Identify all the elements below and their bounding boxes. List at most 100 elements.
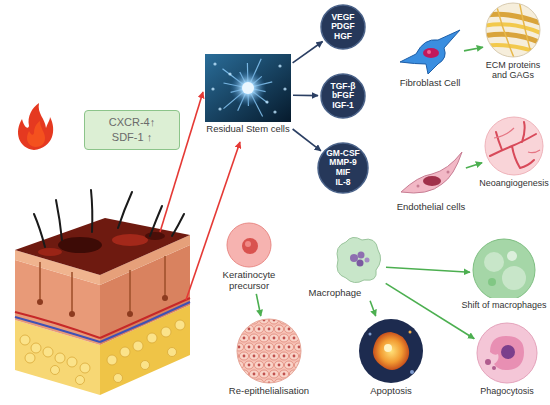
art-ellipse: [145, 232, 165, 240]
art-path: [172, 214, 184, 236]
art-ellipse: [279, 352, 288, 360]
art-ellipse: [239, 352, 248, 360]
art-ellipse: [58, 237, 102, 253]
art-ellipse: [254, 361, 263, 369]
cell-node: ECM proteins and GAGs: [485, 2, 541, 81]
cell-graphic: [476, 322, 538, 384]
art-circle: [253, 337, 256, 340]
art-circle: [485, 359, 491, 365]
label-text: Fibroblast Cell: [388, 78, 472, 89]
factor-name: MMP-9: [329, 158, 356, 168]
art-ellipse: [269, 370, 278, 378]
cell-label: Keratinocyte precursor: [209, 270, 289, 292]
cell-label: Macrophage: [303, 288, 367, 299]
art-ellipse: [299, 370, 302, 378]
art-circle: [168, 348, 177, 357]
art-circle: [369, 333, 372, 336]
art-circle: [227, 223, 271, 267]
art-circle: [427, 50, 431, 54]
cell-label: Phagocytosis: [467, 386, 547, 396]
art-path: [118, 192, 132, 228]
art-circle: [293, 337, 296, 340]
art-ellipse: [259, 334, 268, 342]
art-path: [485, 45, 541, 54]
art-g: [37, 295, 168, 317]
art-path: [129, 270, 131, 312]
art-circle: [69, 311, 75, 317]
art-circle: [67, 357, 77, 367]
marker-text: CXCR-4↑: [109, 115, 155, 130]
art-ellipse: [284, 379, 293, 384]
art-circle: [243, 337, 246, 340]
art-svg: [358, 318, 424, 384]
art-circle: [298, 346, 301, 349]
art-circle: [283, 373, 286, 376]
art-path: [401, 152, 462, 193]
art-circle: [238, 382, 241, 384]
art-path: [39, 262, 41, 300]
art-path: [400, 30, 460, 74]
art-circle: [273, 337, 276, 340]
art-ellipse: [249, 334, 258, 342]
art-circle: [488, 278, 496, 286]
art-g: [34, 190, 184, 247]
cell-graphic: [484, 116, 544, 176]
art-circle: [133, 341, 143, 351]
cell-label: ECM proteins and GAGs: [477, 60, 549, 81]
art-circle: [248, 328, 251, 331]
art-circle: [161, 327, 171, 337]
art-circle: [120, 347, 130, 357]
art-circle: [80, 363, 90, 373]
art-circle: [248, 382, 251, 384]
art-ellipse: [264, 361, 273, 369]
art-circle: [278, 346, 281, 349]
cell-label: Re-epithelialisation: [219, 386, 319, 397]
art-ellipse: [236, 379, 244, 384]
art-circle: [410, 370, 414, 374]
art-circle: [25, 353, 35, 363]
art-circle: [417, 185, 420, 188]
cell-node: Endothelial cells: [398, 146, 464, 213]
art-circle: [253, 319, 256, 322]
label-text: Apoptosis: [356, 386, 426, 397]
art-ellipse: [254, 325, 263, 333]
circle-text: TGF-βbFGFIGF-1: [320, 73, 366, 119]
label-text: Residual Stem cells: [196, 124, 300, 135]
cell-graphic: [358, 318, 424, 384]
connector-arrow: [293, 94, 318, 96]
cell-graphic: [398, 26, 462, 76]
art-circle: [242, 82, 254, 94]
label-text: Endothelial cells: [389, 202, 473, 213]
art-rect: [205, 54, 291, 122]
art-path: [91, 190, 92, 232]
art-ellipse: [274, 361, 283, 369]
art-circle: [288, 364, 291, 367]
art-circle: [218, 107, 221, 110]
art-circle: [293, 319, 296, 322]
marker-box: CXCR-4↑SDF-1 ↑: [84, 110, 180, 150]
art-ellipse: [254, 343, 263, 351]
label-text: Shift of macrophages: [457, 300, 550, 310]
art-circle: [141, 361, 150, 370]
art-circle: [243, 373, 246, 376]
cell-node: Keratinocyte precursor: [226, 222, 272, 292]
art-circle: [162, 295, 168, 301]
art-circle: [273, 373, 276, 376]
art-circle: [298, 328, 301, 331]
art-svg: [476, 322, 538, 384]
art-circle: [484, 252, 504, 272]
art-ellipse: [264, 343, 273, 351]
art-circle: [447, 171, 450, 174]
art-circle: [114, 374, 123, 383]
marker-text: SDF-1 ↑: [112, 130, 152, 145]
art-circle: [127, 311, 133, 317]
cell-label: Residual Stem cells: [196, 124, 300, 135]
art-circle: [473, 239, 535, 298]
art-circle: [486, 3, 540, 57]
art-path: [164, 256, 166, 296]
art-circle: [477, 323, 537, 383]
circle-fill: [318, 143, 368, 193]
art-circle: [37, 299, 43, 305]
art-circle: [253, 355, 256, 358]
art-circle: [298, 382, 301, 384]
